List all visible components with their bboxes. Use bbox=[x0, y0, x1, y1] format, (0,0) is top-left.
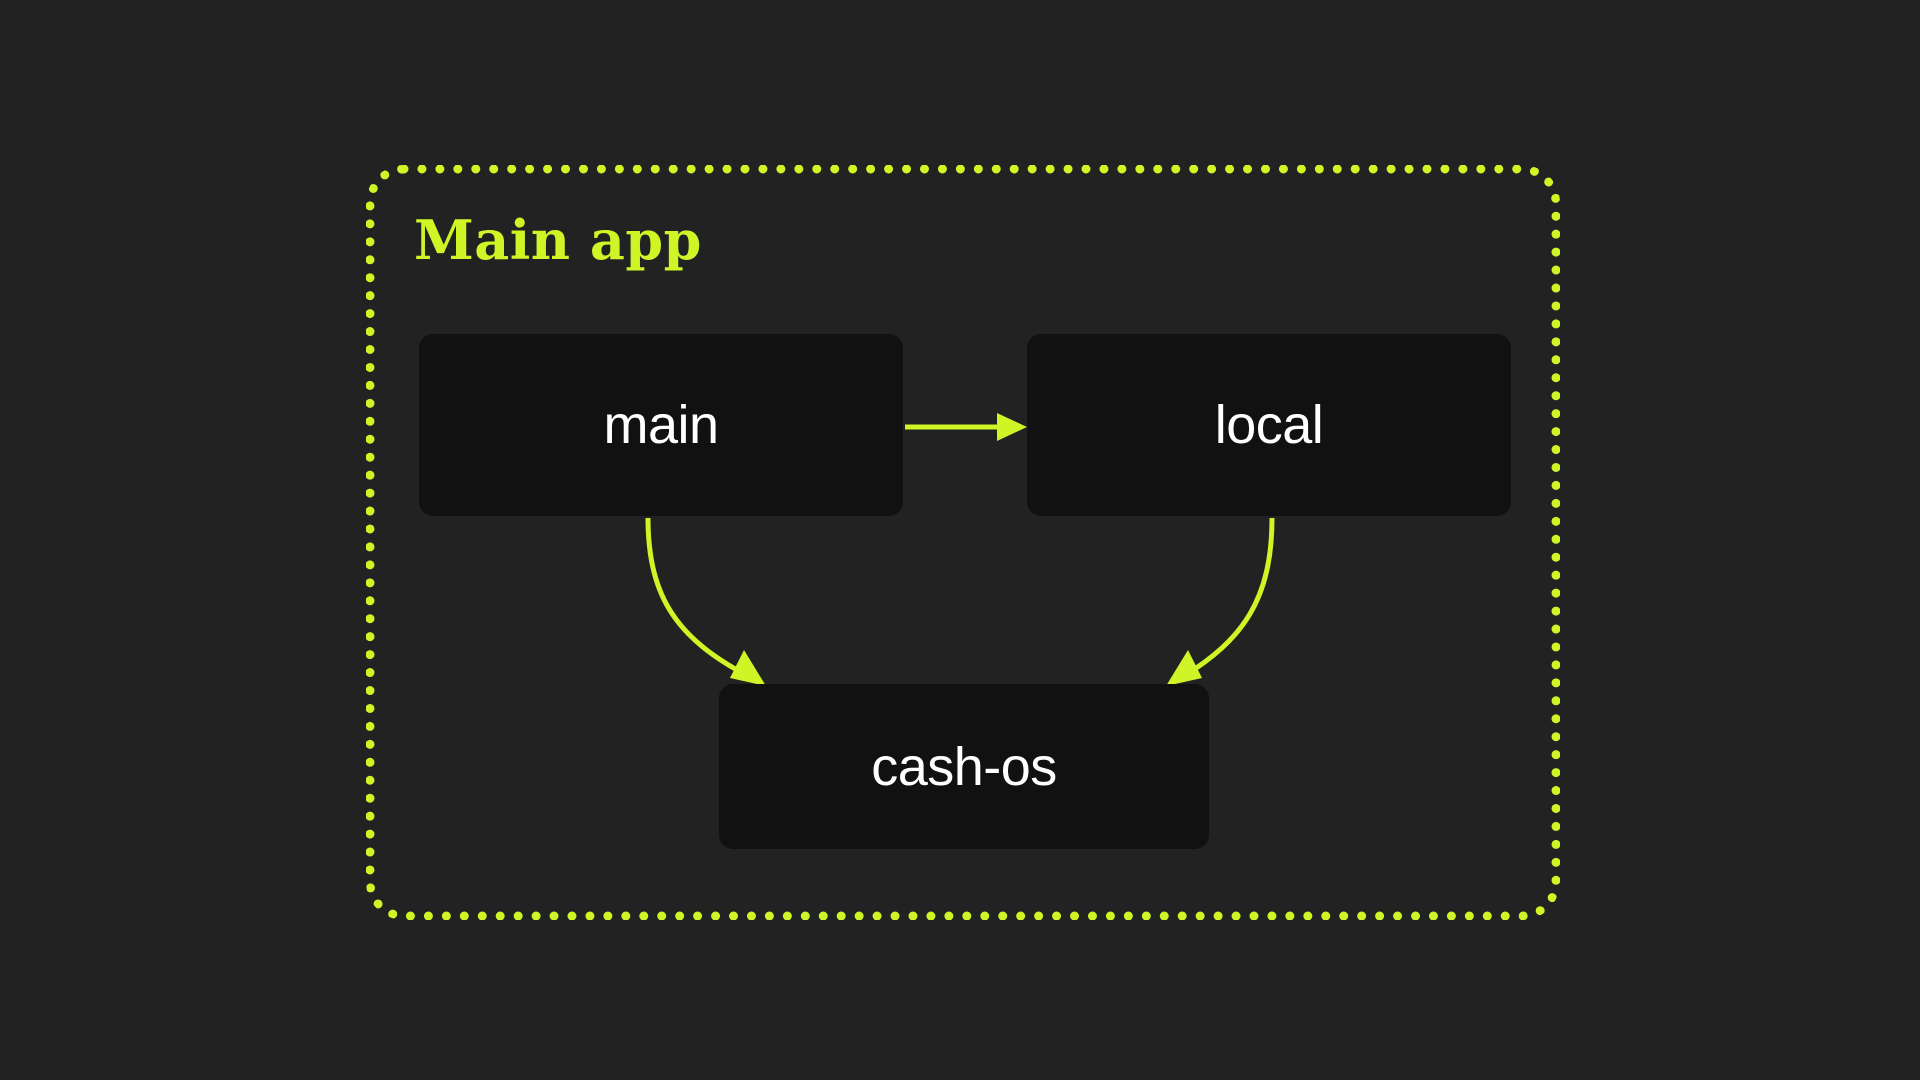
cluster-title-main-app: Main app bbox=[414, 208, 702, 272]
node-main[interactable]: main bbox=[419, 334, 903, 516]
cluster-main-app bbox=[366, 165, 1560, 920]
node-cash-os[interactable]: cash-os bbox=[719, 684, 1209, 849]
node-local[interactable]: local bbox=[1027, 334, 1511, 516]
